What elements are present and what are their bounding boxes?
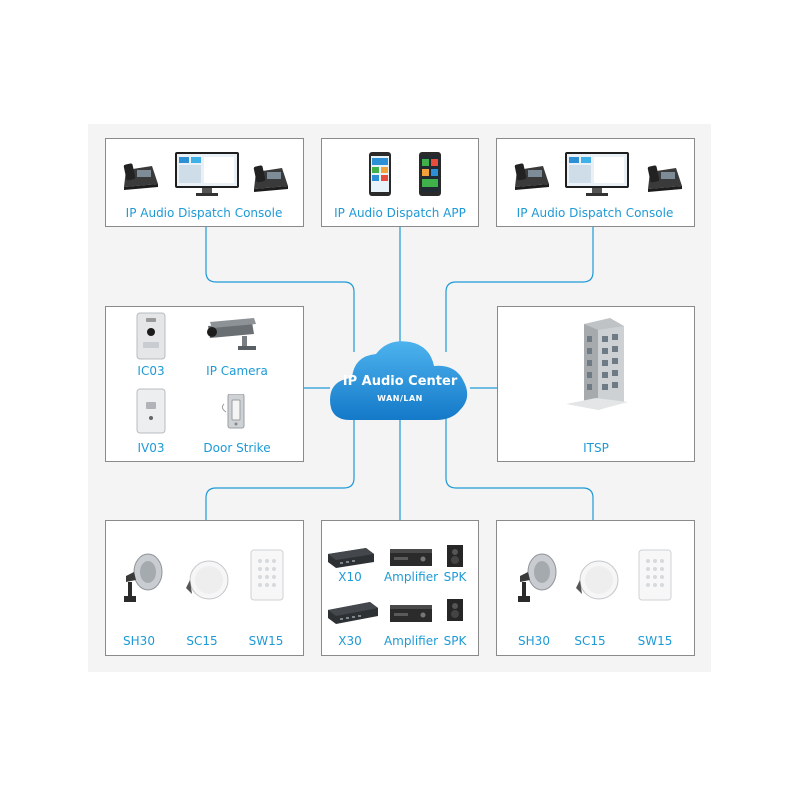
- label-sh30-left: SH30: [123, 634, 155, 648]
- ip-camera-icon: [207, 318, 256, 350]
- smartphone-icon: [419, 152, 441, 196]
- gateway-x30-icon: [328, 602, 378, 624]
- center-subtitle: WAN/LAN: [377, 394, 423, 403]
- label-amplifier-1: Amplifier: [383, 570, 439, 584]
- link-top-left: [205, 226, 355, 352]
- speaker-box-icon: [447, 599, 463, 621]
- label-sc15-right: SC15: [574, 634, 606, 648]
- cloud-icon: [330, 341, 468, 420]
- label-x10: X10: [338, 570, 362, 584]
- intercom-ic03-icon: [136, 312, 166, 360]
- ip-phone-icon: [647, 165, 682, 192]
- intercom-iv03-icon: [136, 388, 166, 434]
- label-sw15-left: SW15: [248, 634, 284, 648]
- ceiling-speaker-icon: [576, 560, 619, 600]
- label-dispatch-app: IP Audio Dispatch APP: [334, 206, 466, 220]
- label-dispatch-console-left: IP Audio Dispatch Console: [125, 206, 283, 220]
- ip-phone-icon: [123, 163, 158, 190]
- label-sh30-right: SH30: [518, 634, 550, 648]
- center-title: IP Audio Center: [342, 374, 458, 389]
- link-bottom-left: [205, 414, 355, 520]
- label-dispatch-console-right: IP Audio Dispatch Console: [516, 206, 674, 220]
- horn-speaker-icon: [124, 553, 163, 602]
- label-sc15-left: SC15: [186, 634, 218, 648]
- gateway-x10-icon: [328, 548, 374, 568]
- label-ic03: IC03: [137, 364, 165, 378]
- smartphone-icon: [369, 152, 391, 196]
- monitor-icon: [565, 152, 629, 196]
- speaker-box-icon: [447, 545, 463, 567]
- label-sw15-right: SW15: [637, 634, 673, 648]
- label-ip-camera: IP Camera: [206, 364, 268, 378]
- amplifier-icon: [390, 549, 432, 566]
- link-top-right: [445, 226, 594, 352]
- wall-speaker-icon: [638, 549, 672, 601]
- door-strike-icon: [221, 394, 245, 429]
- label-x30: X30: [338, 634, 362, 648]
- label-spk-2: SPK: [443, 634, 467, 648]
- monitor-icon: [175, 152, 239, 196]
- ip-phone-icon: [253, 165, 288, 192]
- ip-phone-icon: [514, 163, 549, 190]
- label-iv03: IV03: [137, 441, 165, 455]
- label-spk-1: SPK: [443, 570, 467, 584]
- box-paging-gateways: [321, 520, 479, 656]
- label-amplifier-2: Amplifier: [383, 634, 439, 648]
- label-door-strike: Door Strike: [203, 441, 271, 455]
- horn-speaker-icon: [518, 553, 557, 602]
- label-itsp: ITSP: [583, 441, 609, 455]
- amplifier-icon: [390, 605, 432, 622]
- building-icon: [566, 318, 628, 410]
- ip-audio-center-cloud: IP Audio Center WAN/LAN: [328, 336, 472, 422]
- link-bottom-right: [445, 414, 594, 520]
- wall-speaker-icon: [250, 549, 284, 601]
- ceiling-speaker-icon: [186, 560, 229, 600]
- box-dispatch-app: [321, 138, 479, 227]
